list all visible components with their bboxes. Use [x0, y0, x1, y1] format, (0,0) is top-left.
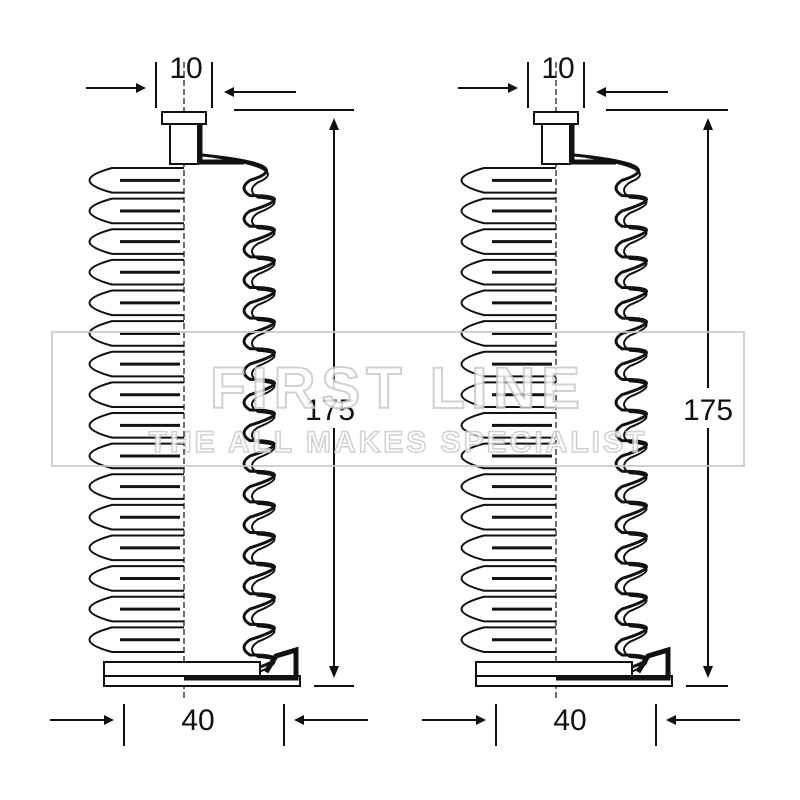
bellows-rib	[88, 626, 184, 653]
height-label-right: 175	[683, 394, 733, 427]
bellows-rib	[88, 503, 184, 531]
bellows-rib	[88, 289, 184, 317]
bellows-rib	[460, 442, 556, 470]
top-dim-arrowhead-left	[136, 83, 146, 93]
top-dim-arrowhead-left	[508, 83, 518, 93]
bellows-rib	[88, 197, 184, 225]
bellows-boot-right	[422, 62, 740, 746]
bellows-rib	[460, 228, 556, 255]
watermark-frame	[51, 331, 745, 467]
bottom-dim-arrowhead-left	[104, 715, 114, 725]
bottom-dim-arrowhead-right	[294, 715, 304, 725]
height-dim-arrowhead-top	[703, 118, 713, 130]
bellows-rib	[88, 442, 184, 470]
bellows-rib	[88, 534, 184, 562]
dimension-labels-left: 10 175 40	[169, 52, 355, 737]
bellows-rib	[460, 534, 556, 562]
bellows-rib	[88, 565, 184, 592]
height-dim-arrowhead-bottom	[703, 666, 713, 678]
section-wall-inner	[585, 156, 648, 674]
bellows-rib	[88, 595, 184, 623]
height-dim-arrowhead-top	[329, 118, 339, 130]
top-width-label-right: 10	[541, 52, 574, 85]
bellows-rib	[460, 197, 556, 225]
neck-tube	[541, 123, 571, 165]
section-wall-outer	[201, 153, 276, 672]
bellows-rib	[460, 258, 556, 286]
top-width-label-left: 10	[169, 52, 202, 85]
neck-tube	[169, 123, 199, 165]
bellows-boot-left	[50, 62, 368, 746]
bottom-flange	[103, 661, 261, 677]
neck-section	[569, 124, 616, 165]
section-wall-outer	[573, 153, 648, 672]
watermark-title: FIRST LINE	[210, 356, 586, 421]
bellows-rib	[88, 228, 184, 255]
bellows-rib	[88, 258, 184, 286]
base-section	[556, 646, 671, 681]
bellows-rib	[460, 412, 556, 439]
neck-section	[197, 124, 244, 165]
bellows-rib	[88, 320, 184, 347]
bellows-rib	[88, 412, 184, 439]
neck-collar	[161, 111, 207, 125]
bellows-rib	[88, 473, 184, 500]
neck-collar	[533, 111, 579, 125]
top-dim-arrowhead-right	[596, 87, 606, 97]
bellows-rib	[88, 167, 184, 194]
dimension-labels-right: 10 175 40	[541, 52, 733, 737]
bottom-width-label-left: 40	[181, 704, 214, 737]
bottom-flange	[475, 661, 633, 677]
bellows-rib	[460, 626, 556, 653]
bellows-rib	[460, 595, 556, 623]
bellows-rib	[460, 289, 556, 317]
bottom-dim-arrowhead-left	[476, 715, 486, 725]
bellows-rib	[88, 350, 184, 378]
watermark: FIRST LINE THE ALL MAKES SPECIALIST	[51, 331, 745, 467]
section-wall-inner	[213, 156, 276, 674]
top-dim-arrowhead-right	[224, 87, 234, 97]
bellows-rib	[460, 320, 556, 347]
bellows-rib	[460, 381, 556, 408]
base-section	[184, 646, 299, 681]
bellows-rib	[460, 167, 556, 194]
bellows-rib	[460, 473, 556, 500]
bottom-width-label-right: 40	[553, 704, 586, 737]
bellows-rib	[460, 503, 556, 531]
height-label-left: 175	[305, 394, 355, 427]
bellows-rib	[460, 565, 556, 592]
bottom-dim-arrowhead-right	[666, 715, 676, 725]
height-dim-arrowhead-bottom	[329, 666, 339, 678]
bellows-rib	[88, 381, 184, 408]
watermark-subtitle: THE ALL MAKES SPECIALIST	[149, 426, 648, 459]
bellows-rib	[460, 350, 556, 378]
